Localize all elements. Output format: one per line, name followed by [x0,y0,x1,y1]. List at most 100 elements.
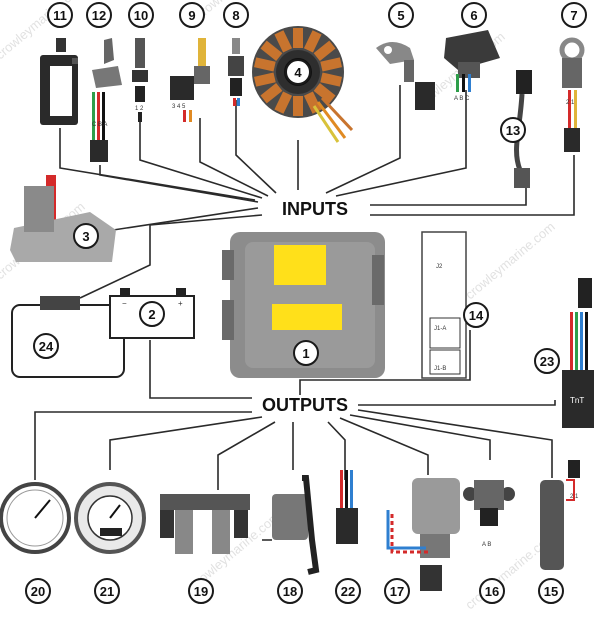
callout-circle-7 [561,2,587,28]
component-20-gauge [0,482,71,554]
callout-number-23: 23 [540,354,554,369]
component-11-key-switch [40,38,78,125]
callout-circle-21 [94,578,120,604]
component-12-sensor: C B A [90,38,122,162]
callout-number-12: 12 [92,8,106,23]
callout-circle-5 [388,2,414,28]
component-6-sensor: A B C [444,30,500,102]
callout-number-2: 2 [148,307,155,322]
callout-number-15: 15 [544,584,558,599]
callout-number-18: 18 [283,584,297,599]
callout-circle-23 [534,348,560,374]
stator-winding [303,30,322,53]
output-wires [34,409,553,490]
callout-number-9: 9 [188,8,195,23]
callout-circle-9 [179,2,205,28]
callout-circle-10 [128,2,154,28]
callout-circle-16 [479,578,505,604]
component-23-tnt-module: TnT [562,278,594,428]
pins-label: A B [482,542,491,548]
callout-circle-3 [73,223,99,249]
component-14-ecm-connectors: J2 J1-A J1-B [421,231,467,379]
stator-winding [253,72,276,87]
callout-circle-4 [285,59,311,85]
pins-label: 3 4 5 [172,104,186,110]
watermark: crowleymarine.com [462,219,557,302]
callout-circle-20 [25,578,51,604]
callout-number-5: 5 [397,8,404,23]
callout-circle-8 [223,2,249,28]
callout-number-21: 21 [100,584,114,599]
callout-number-4: 4 [294,65,302,80]
watermark: crowleymarine.com [0,0,88,62]
callout-number-16: 16 [485,584,499,599]
input-wires [59,85,575,406]
component-15-pump: 2 1 [540,460,580,570]
callout-circle-18 [277,578,303,604]
callout-circle-6 [461,2,487,28]
callout-circle-2 [139,301,165,327]
battery-minus-label: − [122,299,127,308]
stator-winding [274,30,293,53]
pins-label: A B C [454,96,470,102]
stator-winding [313,83,336,104]
connector-j1b-label: J1-B [434,366,446,372]
callout-circle-1 [293,340,319,366]
inputs-heading: INPUTS [282,199,348,219]
component-3-remote-control [10,175,116,262]
component-16-sensor: A B [463,480,515,548]
callout-circle-17 [384,578,410,604]
outputs-heading: OUTPUTS [262,395,348,415]
callout-number-22: 22 [341,584,355,599]
callout-number-7: 7 [570,8,577,23]
pins-label: C B A [92,122,107,128]
stator-winding [293,96,303,116]
callout-circle-11 [47,2,73,28]
stator-winding [320,72,343,87]
callout-number-20: 20 [31,584,45,599]
callout-number-8: 8 [232,8,239,23]
tnt-label: TnT [570,396,584,405]
pins-label: 1 2 [135,106,144,112]
callout-circle-12 [86,2,112,28]
callout-circle-14 [463,302,489,328]
callout-number-3: 3 [82,229,89,244]
callout-circle-15 [538,578,564,604]
callout-number-6: 6 [470,8,477,23]
connector-j1a-label: J1-A [434,326,446,332]
component-5-sensor [376,42,435,110]
stator-winding [293,28,303,48]
callout-number-13: 13 [506,123,520,138]
battery-plus-label: + [178,299,183,308]
component-22-connector [336,470,358,544]
callout-number-17: 17 [390,584,404,599]
component-8-sensor [228,38,244,106]
stator-winding [260,40,283,61]
component-24-tank [11,296,125,378]
pins-label: 2 1 [566,100,575,106]
component-17-pump [386,478,460,591]
stator-winding [260,83,283,104]
component-7-sensor: 2 1 [559,37,585,152]
component-21-gauge [74,482,146,554]
component-19-injectors [160,494,250,554]
callout-circle-19 [188,578,214,604]
stator-winding [253,57,276,72]
callout-number-19: 19 [194,584,208,599]
callout-number-11: 11 [53,8,67,23]
pins-label: 2 1 [570,494,579,500]
callout-number-14: 14 [469,308,484,323]
component-18-coil [262,475,320,575]
callout-number-10: 10 [134,8,148,23]
component-10-sensor: 1 2 [132,38,148,122]
callout-number-24: 24 [39,339,54,354]
stator-winding [320,57,343,72]
callout-circle-22 [335,578,361,604]
callout-circle-13 [500,117,526,143]
callout-number-1: 1 [302,346,309,361]
callout-circle-24 [33,333,59,359]
connector-j2-label: J2 [436,264,443,270]
stator-winding [274,91,293,114]
